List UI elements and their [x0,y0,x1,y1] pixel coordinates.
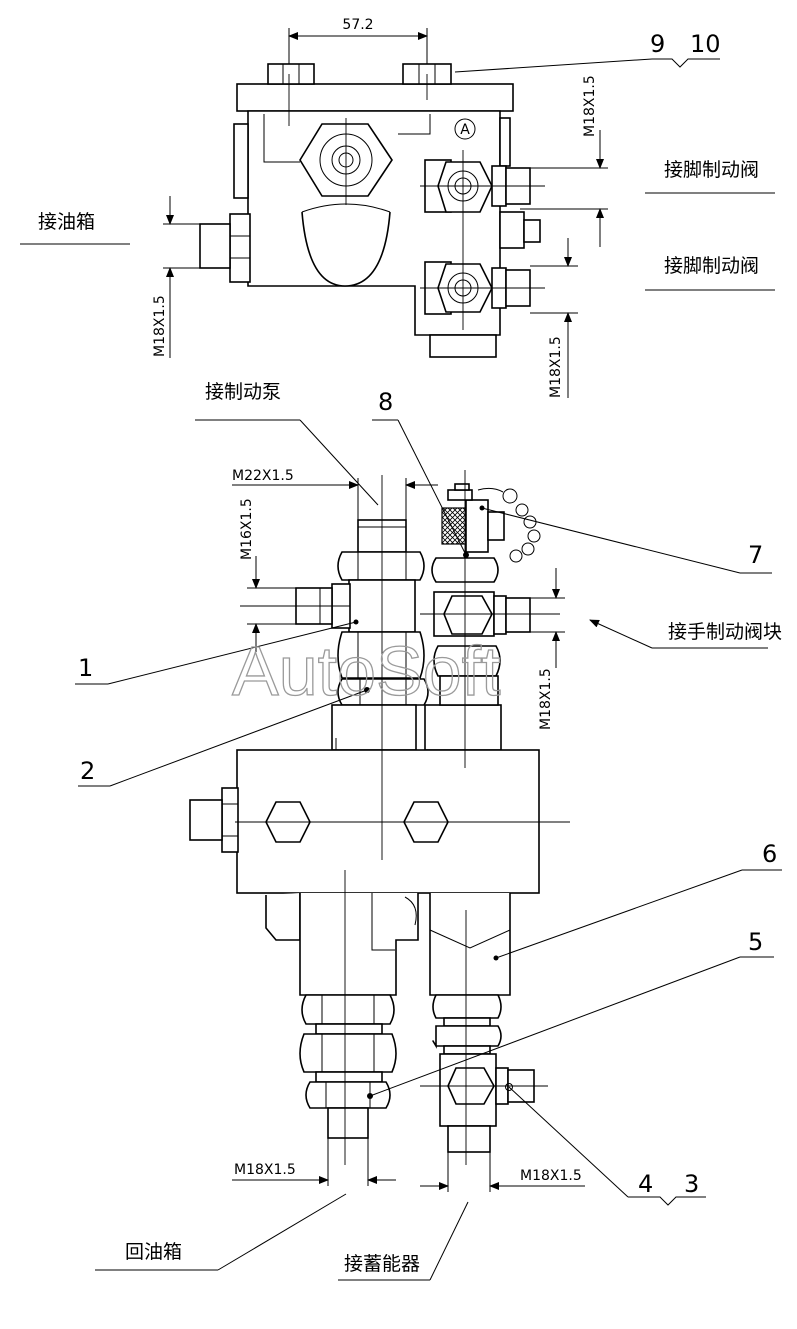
part-number-5: 5 [748,928,763,956]
label-return-to-tank: 回油箱 [125,1241,182,1263]
dimension-bottom-left: M18X1.5 [232,1138,396,1186]
dimension-left-mid: M16X1.5 [239,498,296,652]
dimension-right-lower: M18X1.5 [530,238,578,398]
label-return-tank: 回油箱 [95,1193,347,1271]
label-accumulator: 接蓄能器 [338,1201,469,1281]
dim-left-thread: M18X1.5 [152,295,168,357]
label-to-accumulator: 接蓄能器 [344,1253,420,1275]
label-part-5: 5 [367,928,774,1099]
part-number-2: 2 [80,757,95,785]
top-view: A [199,63,545,358]
watermark: AutoSoft [232,632,501,710]
dimension-pump: M22X1.5 [232,468,438,520]
label-part-6: 6 [493,840,782,961]
label-brake-pump: 接制动泵 [195,381,379,506]
part-number-10: 10 [690,30,721,58]
label-foot-brake-1: 接脚制动阀 [645,159,775,194]
label-to-oil-tank: 接油箱 [38,211,95,233]
label-part-8: 8 [372,388,469,558]
part-number-4: 4 [638,1170,653,1198]
label-part-4-3: 4 3 [508,1086,706,1206]
part-number-7: 7 [748,541,763,569]
label-foot-brake-2: 接脚制动阀 [645,255,775,291]
label-foot-brake-valve-2: 接脚制动阀 [664,255,759,277]
label-to-hand-brake-block: 接手制动阀块 [668,621,782,643]
dim-pump-thread: M22X1.5 [232,468,294,484]
label-foot-brake-valve-1: 接脚制动阀 [664,159,759,181]
dimension-bottom-right: M18X1.5 [420,1152,585,1192]
label-hand-brake: 接手制动阀块 [589,619,782,649]
view-marker: A [460,122,470,138]
dimension-57-2: 57.2 [288,17,428,64]
label-part-2: 2 [78,687,370,787]
part-number-3: 3 [684,1170,699,1198]
front-view [189,470,570,1165]
part-number-8: 8 [378,388,393,416]
dim-right-mid-thread: M18X1.5 [538,668,554,730]
label-part-7: 7 [479,505,772,574]
dim-bottom-left-thread: M18X1.5 [234,1162,296,1178]
dim-right-lower-thread: M18X1.5 [548,336,564,398]
dimension-right-mid: M18X1.5 [530,568,565,730]
dim-top-width: 57.2 [342,17,373,33]
label-part-1: 1 [75,619,359,685]
dimension-right-upper: M18X1.5 [520,75,608,247]
dim-right-upper-thread: M18X1.5 [582,75,598,137]
label-9-10: 9 10 [454,30,721,73]
label-oil-tank: 接油箱 [20,211,130,245]
dim-left-mid-thread: M16X1.5 [239,498,255,560]
part-number-1: 1 [78,654,93,682]
dimension-left: M18X1.5 [152,196,200,358]
dim-bottom-right-thread: M18X1.5 [520,1168,582,1184]
part-number-6: 6 [762,840,777,868]
label-to-brake-pump: 接制动泵 [205,381,281,403]
part-number-9: 9 [650,30,665,58]
